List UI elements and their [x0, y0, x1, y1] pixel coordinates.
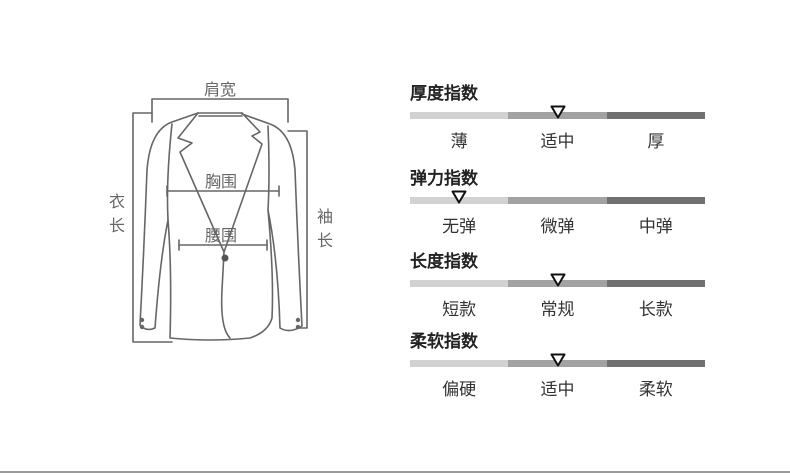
jacket-outline [139, 112, 303, 341]
left-cuff-button [139, 324, 145, 330]
triangle-marker-icon [550, 353, 565, 367]
index-scale-bar [410, 105, 705, 119]
level-label: 偏硬 [442, 380, 477, 400]
sleeve-label-char: 长 [317, 231, 333, 250]
index-title: 弹力指数 [410, 169, 478, 189]
chest-ticks [166, 185, 280, 197]
front-edge [220, 251, 231, 339]
triangle-marker-icon [451, 190, 467, 204]
thickness-index: 厚度指数 薄 适中 厚 [410, 82, 705, 152]
index-level-labels: 无弹 微弹 中弹 [410, 212, 705, 237]
level-label: 厚 [647, 132, 665, 152]
right-sleeve-seam [267, 125, 270, 211]
chest-label: 胸围 [205, 172, 237, 191]
jacket-size-diagram: 肩宽 胸围 腰围 衣 长 袖 长 [109, 80, 333, 343]
shoulder-width-bracket [151, 98, 289, 123]
left-sleeve-seam [166, 123, 173, 221]
triangle-marker-icon [550, 273, 565, 287]
level-label: 微弹 [540, 217, 575, 237]
right-lapel [223, 112, 263, 253]
level-label: 适中 [540, 132, 575, 152]
front-button [221, 254, 229, 262]
right-cuff-button [295, 324, 301, 330]
triangle-marker-icon [550, 105, 565, 119]
waist-label: 腰围 [205, 226, 237, 245]
index-level-labels: 偏硬 适中 柔软 [410, 375, 705, 400]
waist-ticks [178, 239, 268, 251]
shoulder-width-label: 肩宽 [204, 80, 236, 99]
right-cuff-button [295, 317, 301, 323]
index-title: 柔软指数 [410, 332, 478, 352]
level-label: 薄 [450, 132, 468, 152]
body-length-bracket [132, 112, 173, 343]
index-title: 长度指数 [410, 252, 478, 272]
index-level-labels: 薄 适中 厚 [410, 127, 705, 152]
level-label: 常规 [540, 300, 575, 320]
level-label: 短款 [442, 300, 477, 320]
left-cuff-button [139, 317, 145, 323]
index-level-labels: 短款 常规 长款 [410, 295, 705, 320]
level-label: 长款 [638, 300, 673, 320]
sleeve-label-char: 袖 [317, 207, 333, 226]
level-label: 中弹 [638, 217, 673, 237]
left-lapel [177, 112, 225, 253]
elasticity-index: 弹力指数 无弹 微弹 中弹 [410, 167, 705, 237]
length-label-char: 衣 [109, 192, 125, 211]
index-scale-bar [410, 273, 705, 287]
level-label: 无弹 [442, 217, 477, 237]
bottom-divider [0, 471, 790, 473]
softness-index: 柔软指数 偏硬 适中 柔软 [410, 330, 705, 400]
index-scale-bar [410, 190, 705, 204]
length-label-char: 长 [109, 216, 125, 235]
sleeve-length-bracket [287, 130, 308, 329]
level-label: 适中 [540, 380, 575, 400]
index-title: 厚度指数 [410, 84, 478, 104]
index-scale-bar [410, 353, 705, 367]
level-label: 柔软 [638, 380, 673, 400]
length-index: 长度指数 短款 常规 长款 [410, 250, 705, 320]
